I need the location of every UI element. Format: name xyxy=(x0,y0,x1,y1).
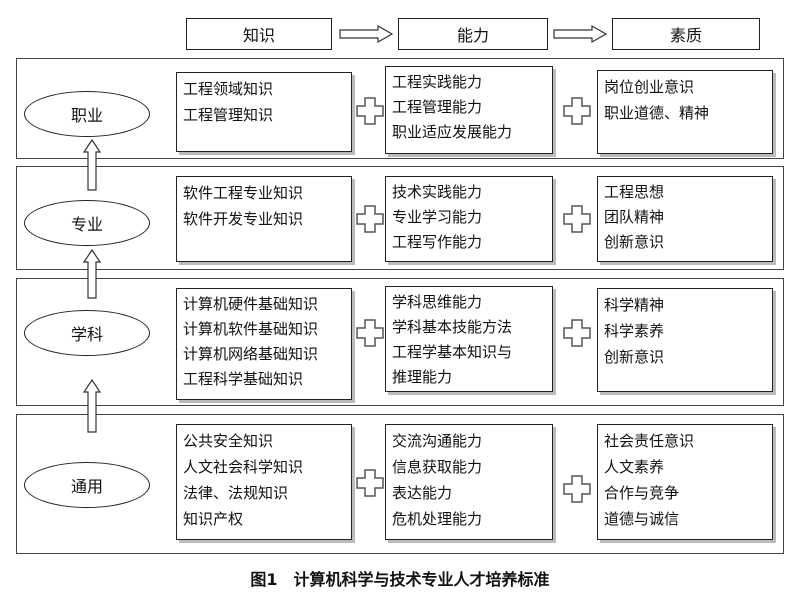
label-discipline: 学科 xyxy=(24,310,150,356)
list-item: 表达能力 xyxy=(392,484,453,502)
list-item: 交流沟通能力 xyxy=(392,432,483,450)
list-item: 危机处理能力 xyxy=(392,510,483,528)
general-ability-box: 交流沟通能力 信息获取能力 表达能力 危机处理能力 xyxy=(385,424,553,540)
list-item: 科学素养 xyxy=(604,322,665,340)
up-arrow-icon xyxy=(82,378,102,433)
list-item: 学科思维能力 xyxy=(392,293,483,311)
specialty-quality-box: 工程思想 团队精神 创新意识 xyxy=(597,176,773,262)
list-item: 工程学基本知识与 xyxy=(392,343,513,361)
label-general: 通用 xyxy=(24,462,150,508)
header-ability: 能力 xyxy=(398,18,548,50)
list-item: 工程写作能力 xyxy=(392,233,483,251)
general-knowledge-box: 公共安全知识 人文社会科学知识 法律、法规知识 知识产权 xyxy=(176,424,352,540)
list-item: 创新意识 xyxy=(604,233,665,251)
list-item: 专业学习能力 xyxy=(392,208,483,226)
specialty-ability-box: 技术实践能力 专业学习能力 工程写作能力 xyxy=(385,176,553,262)
up-arrow-icon xyxy=(82,138,102,191)
career-ability-box: 工程实践能力 工程管理能力 职业适应发展能力 xyxy=(385,66,553,154)
discipline-quality-box: 科学精神 科学素养 创新意识 xyxy=(597,288,773,392)
general-quality-box: 社会责任意识 人文素养 合作与竞争 道德与诚信 xyxy=(597,424,773,540)
list-item: 职业道德、精神 xyxy=(604,104,710,122)
list-item: 工程思想 xyxy=(604,183,665,201)
label-specialty: 专业 xyxy=(24,200,150,246)
list-item: 公共安全知识 xyxy=(183,432,274,450)
career-knowledge-box: 工程领域知识 工程管理知识 xyxy=(176,72,352,152)
list-item: 工程实践能力 xyxy=(392,73,483,91)
list-item: 人文素养 xyxy=(604,458,665,476)
label-career: 职业 xyxy=(24,91,150,137)
specialty-knowledge-box: 软件工程专业知识 软件开发专业知识 xyxy=(176,176,352,262)
list-item: 合作与竞争 xyxy=(604,484,680,502)
career-quality-box: 岗位创业意识 职业道德、精神 xyxy=(597,70,773,154)
header-quality: 素质 xyxy=(612,18,760,50)
plus-icon xyxy=(356,319,384,347)
list-item: 社会责任意识 xyxy=(604,432,695,450)
plus-icon xyxy=(563,475,591,503)
list-item: 人文社会科学知识 xyxy=(183,458,304,476)
plus-icon xyxy=(356,205,384,233)
plus-icon xyxy=(563,97,591,125)
list-item: 法律、法规知识 xyxy=(183,484,289,502)
list-item: 技术实践能力 xyxy=(392,183,483,201)
list-item: 科学精神 xyxy=(604,296,665,314)
list-item: 工程领域知识 xyxy=(183,80,274,98)
plus-icon xyxy=(356,469,384,497)
list-item: 岗位创业意识 xyxy=(604,78,695,96)
header-arrow-1 xyxy=(339,24,394,44)
list-item: 团队精神 xyxy=(604,208,665,226)
list-item: 工程科学基础知识 xyxy=(183,370,304,388)
discipline-ability-box: 学科思维能力 学科基本技能方法 工程学基本知识与 推理能力 xyxy=(385,286,553,392)
plus-icon xyxy=(563,205,591,233)
list-item: 计算机软件基础知识 xyxy=(183,320,319,338)
list-item: 软件工程专业知识 xyxy=(183,184,304,202)
header-arrow-2 xyxy=(553,24,608,44)
list-item: 计算机硬件基础知识 xyxy=(183,295,319,313)
list-item: 工程管理知识 xyxy=(183,106,274,124)
discipline-knowledge-box: 计算机硬件基础知识 计算机软件基础知识 计算机网络基础知识 工程科学基础知识 xyxy=(176,288,352,400)
list-item: 道德与诚信 xyxy=(604,510,680,528)
list-item: 知识产权 xyxy=(183,510,244,528)
list-item: 学科基本技能方法 xyxy=(392,318,513,336)
plus-icon xyxy=(356,97,384,125)
list-item: 职业适应发展能力 xyxy=(392,123,513,141)
list-item: 创新意识 xyxy=(604,348,665,366)
header-knowledge: 知识 xyxy=(186,18,332,50)
list-item: 计算机网络基础知识 xyxy=(183,345,319,363)
up-arrow-icon xyxy=(82,248,102,299)
list-item: 软件开发专业知识 xyxy=(183,210,304,228)
list-item: 工程管理能力 xyxy=(392,98,483,116)
list-item: 推理能力 xyxy=(392,368,453,386)
list-item: 信息获取能力 xyxy=(392,458,483,476)
plus-icon xyxy=(563,319,591,347)
figure-caption: 图1 计算机科学与技术专业人才培养标准 xyxy=(250,570,550,589)
